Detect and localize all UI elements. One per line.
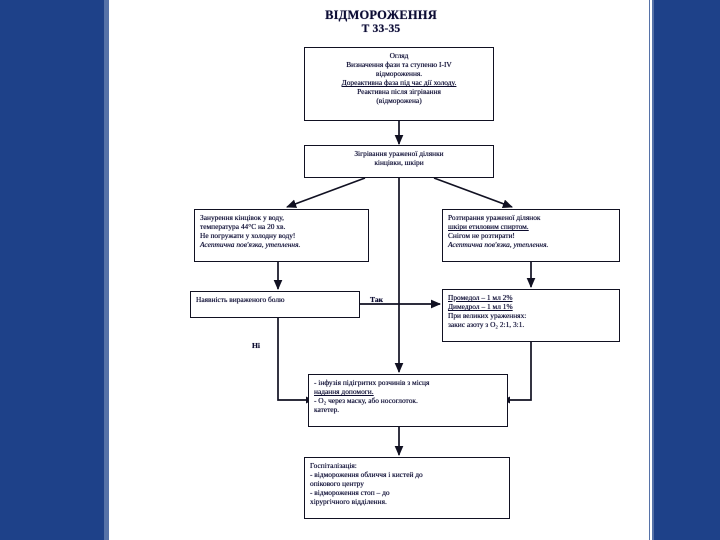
node-hospitalization-line-3: опікового центру <box>310 479 364 489</box>
node-rubbing-line-3: Снігом не розтирати! <box>448 231 515 241</box>
node-hospitalization-line-4: - відмороження стоп – до <box>310 488 390 498</box>
title-line-1: ВІДМОРОЖЕННЯ <box>325 8 437 22</box>
decorative-band-right <box>654 0 720 540</box>
node-examination-line-1: Огляд <box>389 51 409 60</box>
node-infusion-line-3: - О₂ через маску, або носоглоток. <box>314 396 418 406</box>
node-examination-line-4: Дореактивна фаза під час дії холоду. <box>341 78 457 88</box>
node-infusion-line-1: - інфузія підігритих розчинів з місця <box>314 378 430 387</box>
node-rubbing-line-1: Розтирання ураженої ділянок <box>448 213 541 222</box>
node-rubbing: Розтирання ураженої ділянок шкіри етилов… <box>442 209 620 262</box>
node-rubbing-line-2: шкіри етиловим спиртом. <box>448 222 529 232</box>
edge-label-yes: Так <box>370 295 384 304</box>
decorative-band-right-hairline <box>650 0 652 540</box>
page-title: ВІДМОРОЖЕННЯ Т 33-35 <box>112 8 650 36</box>
node-medication-line-1: Промедол – 1 мл 2% <box>448 293 513 302</box>
node-medication-line-3: При великих ураженнях: <box>448 311 527 321</box>
node-medication-line-2: Димедрол – 1 мл 1% <box>448 302 513 312</box>
node-warming-line-1: Зігрівання ураженої ділянки <box>354 149 444 158</box>
node-hospitalization-line-2: - відмороження обличчя і кистей до <box>310 470 423 480</box>
node-hospitalization-line-5: хірургічного відділення. <box>310 497 387 507</box>
edge-medication-to-infusion-path <box>510 342 532 401</box>
title-line-2: Т 33-35 <box>361 23 401 35</box>
edge-warming-to-immersion <box>286 177 366 208</box>
node-immersion-line-3: Не погружати у холодну воду! <box>200 231 296 241</box>
decorative-band-left <box>0 0 104 540</box>
slide-content: ВІДМОРОЖЕННЯ Т 33-35 <box>112 0 650 540</box>
node-infusion-line-2: надання допомоги. <box>314 387 374 397</box>
node-pain-check-line-1: Наявність вираженого болю <box>196 295 285 304</box>
node-infusion-line-4: катетер. <box>314 405 340 415</box>
node-examination-line-6: (відморожена) <box>376 96 422 106</box>
node-examination-line-2: Визначення фази та ступеню I-IV <box>346 60 452 70</box>
node-warming-line-2: кінцівки, шкіри <box>374 158 424 168</box>
node-immersion: Занурення кінцівок у воду, температура 4… <box>194 209 369 262</box>
node-infusion: - інфузія підігритих розчинів з місця на… <box>308 374 508 427</box>
node-pain-check: Наявність вираженого болю <box>190 291 360 318</box>
node-immersion-line-2: температура 44°С на 20 хв. <box>200 222 286 232</box>
node-hospitalization-line-1: Госпіталізація: <box>310 461 357 470</box>
node-medication-line-4: закис азоту з О₂ 2:1, 3:1. <box>448 320 525 330</box>
node-rubbing-line-4: Асептична пов'язка, утеплення. <box>448 240 549 250</box>
node-examination-line-3: відмороження. <box>375 69 423 79</box>
node-hospitalization: Госпіталізація: - відмороження обличчя і… <box>304 457 510 519</box>
node-warming: Зігрівання ураженої ділянки кінцівки, шк… <box>304 145 494 178</box>
node-medication: Промедол – 1 мл 2% Димедрол – 1 мл 1% Пр… <box>442 289 620 342</box>
decorative-band-left-edge <box>104 0 109 540</box>
node-examination-line-5: Реактивна після зігрівання <box>357 87 441 97</box>
node-examination: Огляд Визначення фази та ступеню I-IV ві… <box>304 47 494 121</box>
node-immersion-line-1: Занурення кінцівок у воду, <box>200 213 284 222</box>
edge-label-no: Ні <box>252 341 261 350</box>
decorative-band-left-hairline <box>109 0 111 540</box>
node-immersion-line-4: Асептична пов'язка, утеплення. <box>200 240 301 250</box>
edge-warming-to-rubbing <box>433 177 513 208</box>
edge-pain-to-infusion-path <box>277 318 306 401</box>
